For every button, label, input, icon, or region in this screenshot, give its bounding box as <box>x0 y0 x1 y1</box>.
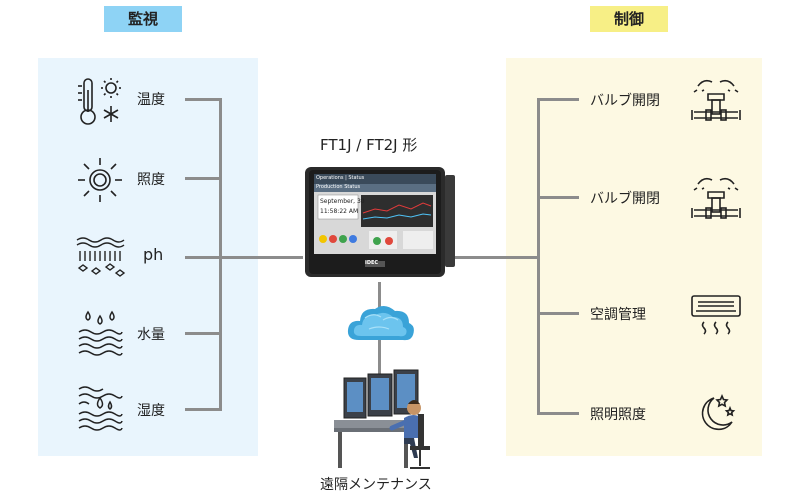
control-tag: 制御 <box>590 6 668 32</box>
air-conditioner-icon <box>690 294 742 336</box>
monitor-label-humidity: 湿度 <box>137 403 165 419</box>
remote-workstation-icon <box>330 366 440 472</box>
monitor-label-temperature: 温度 <box>137 92 165 108</box>
hmi-date: September, 30 <box>320 198 365 205</box>
monitor-label-ph: ph <box>143 245 164 264</box>
sprinkler-valve-icon-2 <box>690 172 742 224</box>
cloud-icon <box>345 300 417 346</box>
control-label-aircon: 空調管理 <box>590 307 646 323</box>
device-title: FT1J / FT2J 形 <box>320 136 418 154</box>
hmi-screen-header: Operations | Status <box>316 175 365 181</box>
remote-maintenance-label: 遠隔メンテナンス <box>320 477 432 493</box>
hmi-screen-title: Production Status <box>316 184 361 190</box>
monitor-tag: 監視 <box>104 6 182 32</box>
sun-icon <box>76 156 124 204</box>
sprinkler-valve-icon <box>690 74 742 126</box>
moon-stars-icon <box>692 392 738 438</box>
monitor-branch-water <box>185 332 221 335</box>
control-branch-valve-1 <box>537 98 579 101</box>
control-branch-aircon <box>537 312 579 315</box>
device-to-control-line <box>455 256 540 259</box>
monitor-branch-illuminance <box>185 177 221 180</box>
control-label-valve-1: バルブ開閉 <box>590 93 660 109</box>
water-drops-icon <box>76 308 124 356</box>
humidity-icon <box>76 384 124 434</box>
control-label-lighting: 照明照度 <box>590 407 646 423</box>
hmi-brand: IDEC <box>365 260 379 266</box>
hmi-device: Operations | Status Production Status Se… <box>305 165 457 283</box>
monitor-label-water: 水量 <box>137 327 165 343</box>
control-label-valve-2: バルブ開閉 <box>590 191 660 207</box>
control-panel <box>506 58 762 456</box>
control-branch-valve-2 <box>537 196 579 199</box>
thermometer-sun-snow-icon <box>76 76 126 128</box>
hmi-time: 11:58:22 AM <box>320 208 359 215</box>
control-branch-lighting <box>537 412 579 415</box>
monitor-branch-humidity <box>185 408 221 411</box>
soil-icon <box>74 234 126 280</box>
monitor-branch-ph <box>185 256 303 259</box>
monitor-label-illuminance: 照度 <box>137 172 165 188</box>
monitor-branch-temperature <box>185 98 221 101</box>
monitor-bus-vertical <box>219 98 222 411</box>
